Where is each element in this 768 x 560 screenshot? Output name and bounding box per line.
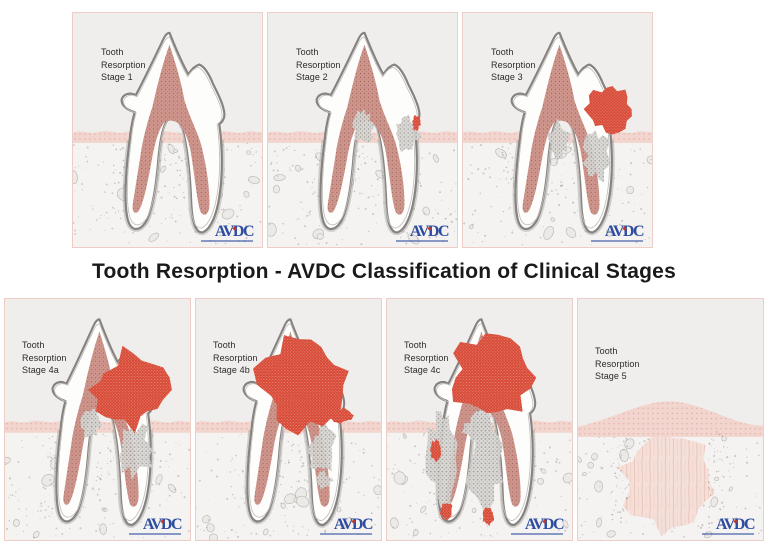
- panel-stage-1: Tooth Resorption Stage 1 AVDC: [72, 12, 263, 248]
- panel-stage-4b: Tooth Resorption Stage 4b AVDC: [195, 298, 382, 541]
- top-row: Tooth Resorption Stage 1 AVDC Tooth Reso…: [72, 12, 768, 248]
- avdc-logo-tagline-bar: [396, 240, 448, 242]
- avdc-logo-text: AVDC: [604, 223, 645, 240]
- bottom-row: Tooth Resorption Stage 4a AVDC Tooth Res…: [4, 298, 768, 541]
- avdc-logo-tagline-bar: [511, 533, 563, 535]
- tooth-illustration-stage-4a: [5, 299, 190, 540]
- avdc-logo: AVDC: [702, 516, 756, 535]
- avdc-logo: AVDC: [201, 223, 255, 242]
- tooth-illustration-stage-4c: [387, 299, 572, 540]
- tooth-illustration-stage-4b: [196, 299, 381, 540]
- avdc-logo-text: AVDC: [715, 516, 756, 533]
- avdc-logo: AVDC: [320, 516, 374, 535]
- avdc-logo-text: AVDC: [333, 516, 374, 533]
- panel-stage-2: Tooth Resorption Stage 2 AVDC: [267, 12, 458, 248]
- missing-tooth-illustration-stage-5: [578, 299, 763, 540]
- tooth-illustration-stage-1: [73, 13, 262, 247]
- avdc-logo-text: AVDC: [142, 516, 183, 533]
- avdc-logo: AVDC: [396, 223, 450, 242]
- avdc-logo: AVDC: [511, 516, 565, 535]
- panel-stage-4a: Tooth Resorption Stage 4a AVDC: [4, 298, 191, 541]
- page-title: Tooth Resorption - AVDC Classification o…: [92, 260, 676, 283]
- tooth-illustration-stage-3: [463, 13, 652, 247]
- avdc-logo-tagline-bar: [320, 533, 372, 535]
- avdc-logo: AVDC: [129, 516, 183, 535]
- avdc-logo-text: AVDC: [524, 516, 565, 533]
- avdc-logo-text: AVDC: [214, 223, 255, 240]
- avdc-logo-tagline-bar: [702, 533, 754, 535]
- avdc-logo: AVDC: [591, 223, 645, 242]
- panel-stage-4c: Tooth Resorption Stage 4c AVDC: [386, 298, 573, 541]
- infographic: Tooth Resorption Stage 1 AVDC Tooth Reso…: [0, 12, 768, 541]
- panel-stage-3: Tooth Resorption Stage 3 AVDC: [462, 12, 653, 248]
- avdc-logo-tagline-bar: [201, 240, 253, 242]
- avdc-logo-tagline-bar: [129, 533, 181, 535]
- tooth-illustration-stage-2: [268, 13, 457, 247]
- avdc-logo-tagline-bar: [591, 240, 643, 242]
- avdc-logo-text: AVDC: [409, 223, 450, 240]
- panel-stage-5: Tooth Resorption Stage 5 AVDC: [577, 298, 764, 541]
